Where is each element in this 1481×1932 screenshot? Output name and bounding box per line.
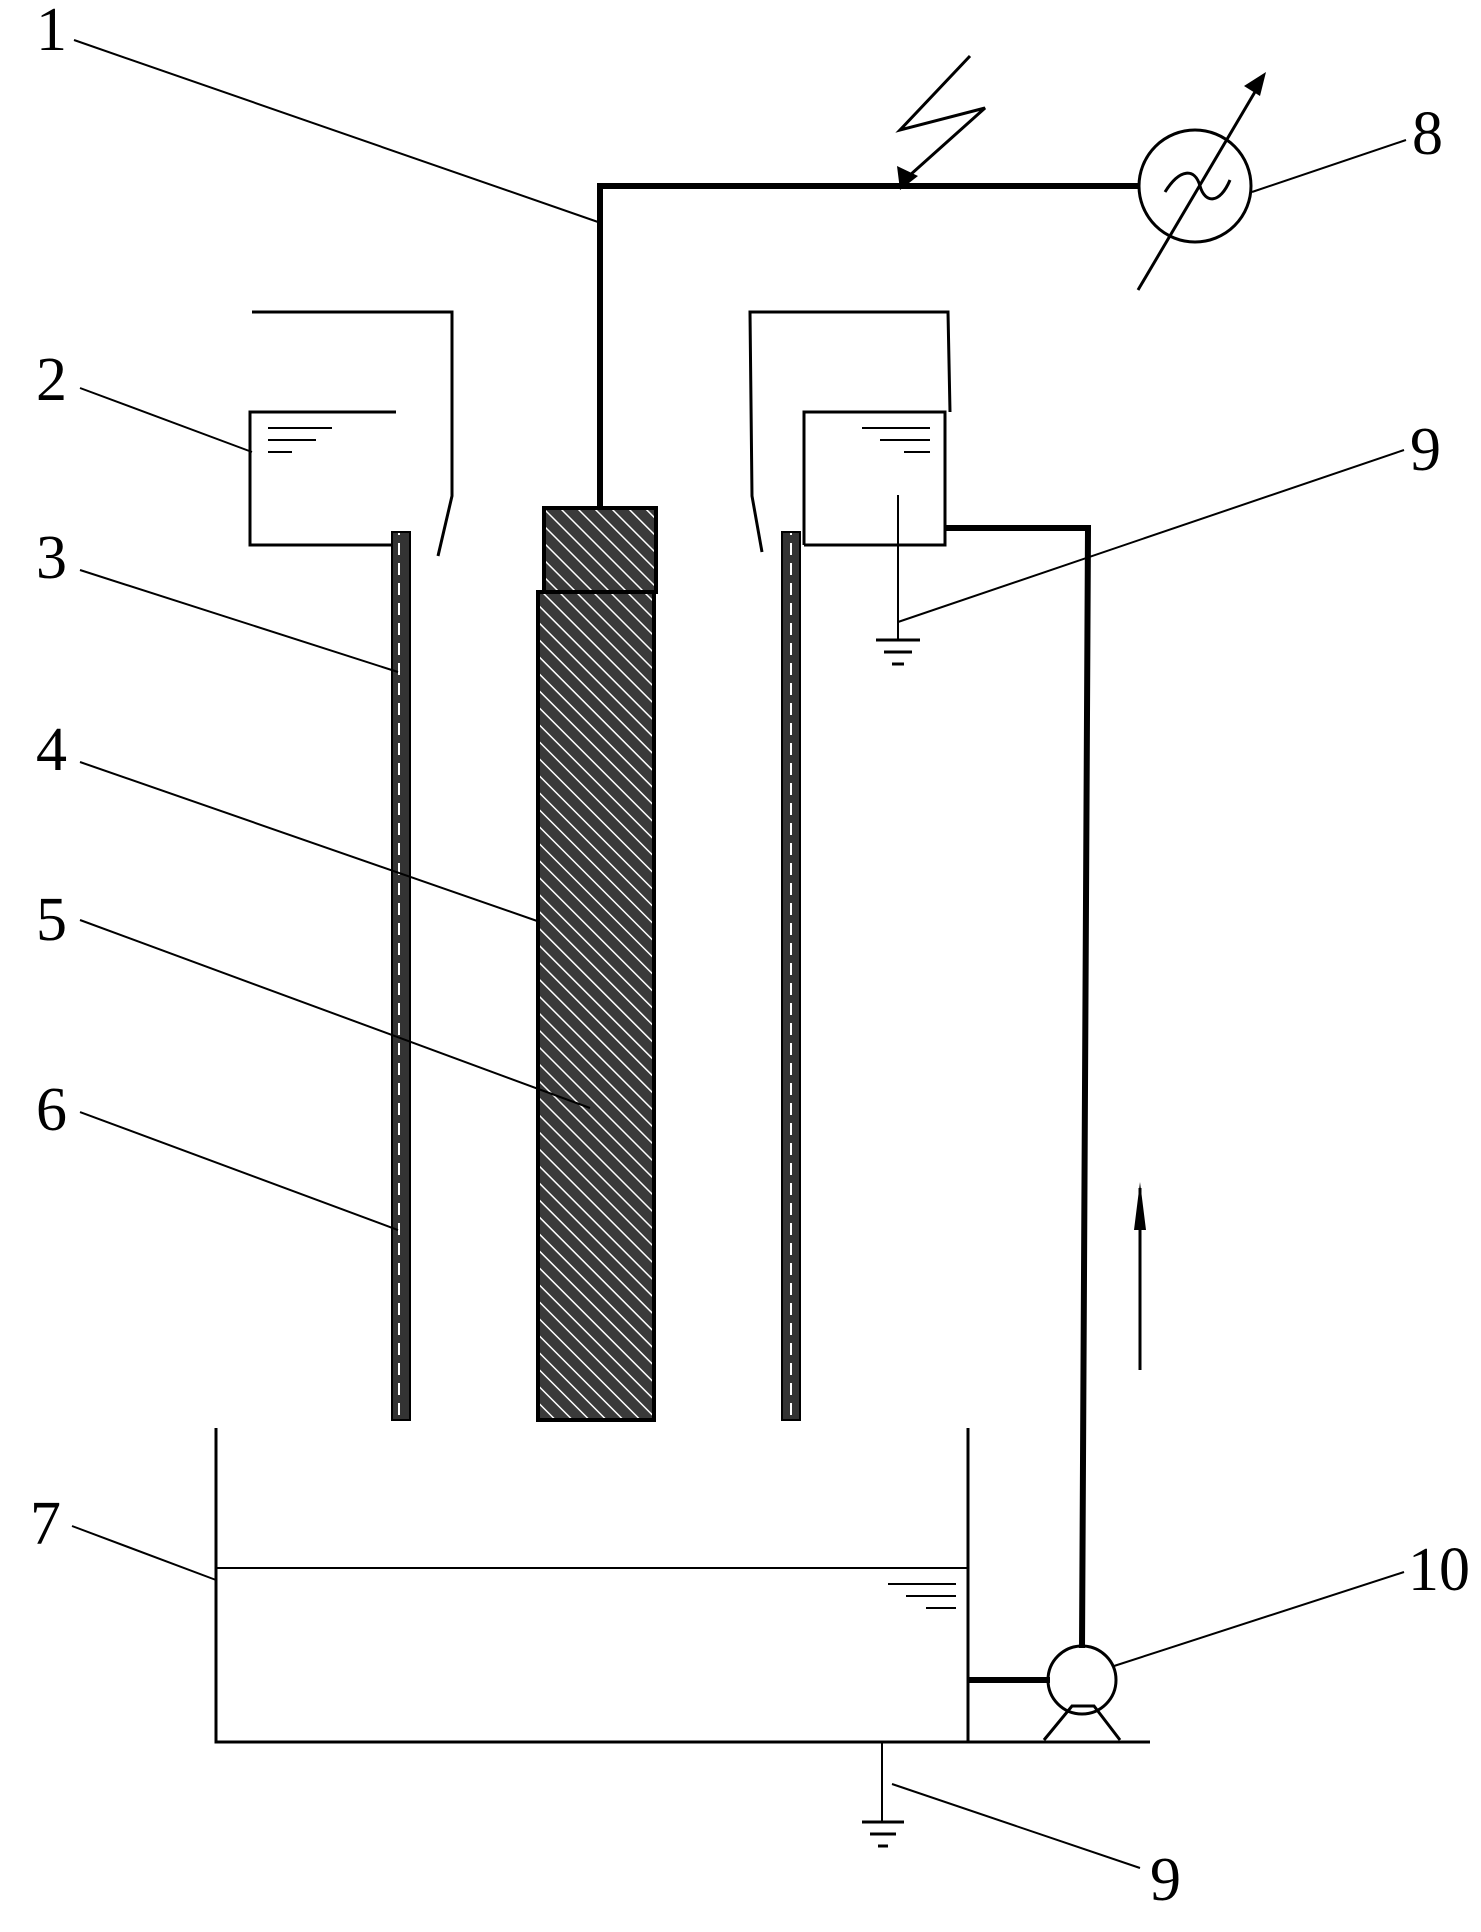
return-pipe	[945, 525, 1146, 1683]
left-liquid-tank	[248, 310, 454, 557]
ground-basin	[862, 1742, 904, 1848]
label-2: 2	[36, 346, 67, 414]
collection-basin	[214, 1428, 970, 1744]
power-wire	[597, 183, 1140, 512]
label-8: 8	[1412, 100, 1443, 168]
label-9-bottom: 9	[1150, 1846, 1181, 1914]
label-9-top: 9	[1410, 416, 1441, 484]
label-3: 3	[36, 524, 67, 592]
left-tube-wall	[391, 531, 411, 1421]
ac-power-source	[1136, 72, 1266, 291]
part-labels: 1 2 3 4 5 6 7 8 9 9 10	[30, 0, 1470, 1914]
right-tube-wall	[781, 531, 801, 1421]
leader-lines	[71, 39, 1407, 1869]
label-4: 4	[36, 716, 67, 784]
label-5: 5	[36, 886, 67, 954]
label-6: 6	[36, 1076, 67, 1144]
discharge-symbol	[895, 54, 986, 190]
label-10: 10	[1408, 1536, 1470, 1604]
circulation-pump	[968, 1644, 1150, 1744]
label-7: 7	[30, 1490, 61, 1558]
ground-right-tank	[876, 495, 920, 666]
label-1: 1	[36, 0, 67, 64]
right-liquid-tank	[748, 310, 952, 553]
central-electrode	[536, 506, 658, 1422]
